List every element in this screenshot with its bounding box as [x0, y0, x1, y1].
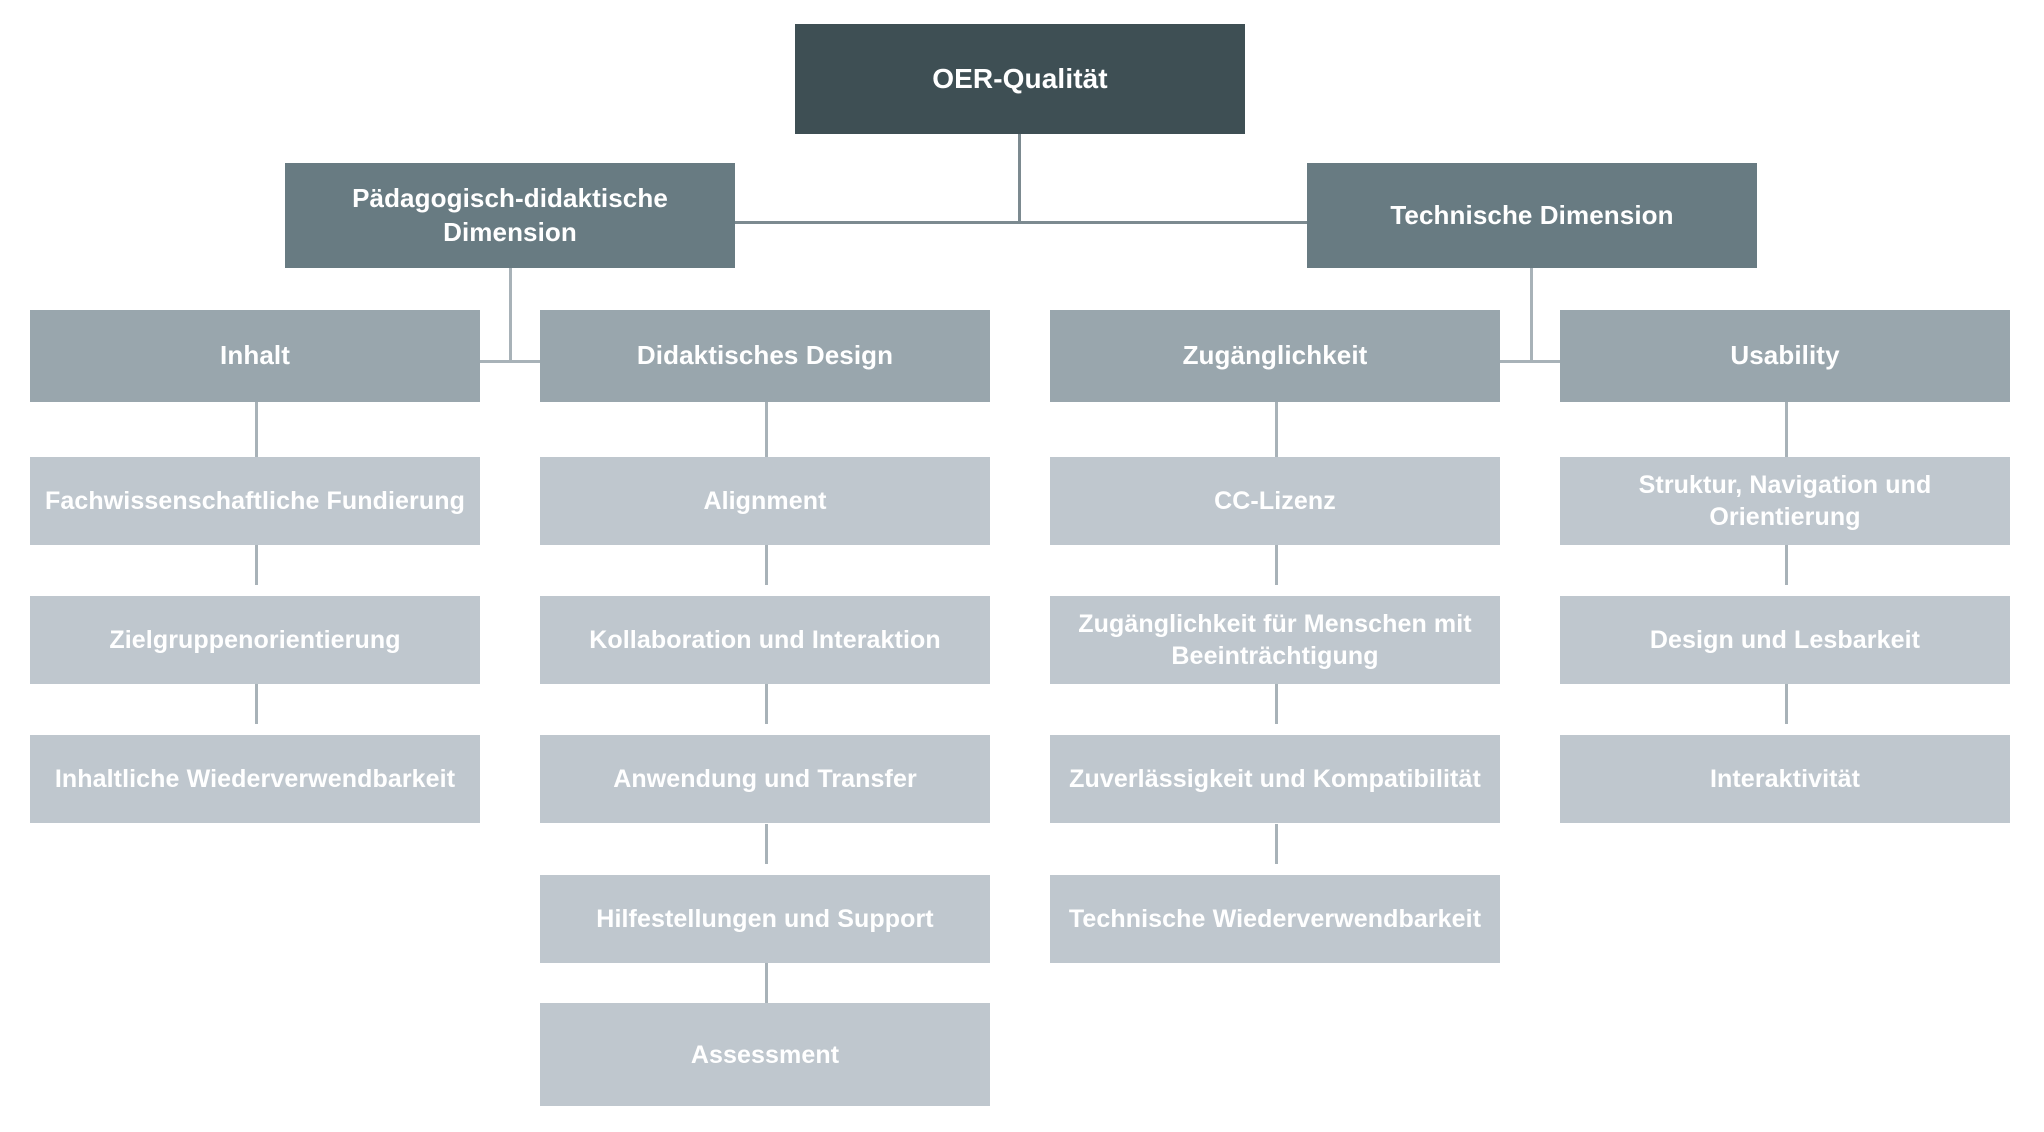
- node-paedagogisch-didaktische-dimension[interactable]: Pädagogisch-didaktische Dimension: [285, 163, 735, 268]
- connector-inhalt-3: [255, 684, 258, 724]
- connector-root-stem: [1018, 133, 1021, 223]
- connector-inhalt-2: [255, 545, 258, 585]
- node-usability[interactable]: Usability: [1560, 310, 2010, 402]
- node-kollaboration-und-interaktion[interactable]: Kollaboration und Interaktion: [540, 596, 990, 684]
- connector-didaktik-4: [765, 824, 768, 864]
- connector-zugang-3: [1275, 684, 1278, 724]
- connector-usability-2: [1785, 545, 1788, 585]
- node-zielgruppenorientierung[interactable]: Zielgruppenorientierung: [30, 596, 480, 684]
- node-zuverlaessigkeit-und-kompatibilitaet[interactable]: Zuverlässigkeit und Kompatibilität: [1050, 735, 1500, 823]
- node-zugaenglichkeit[interactable]: Zugänglichkeit: [1050, 310, 1500, 402]
- connector-inhalt-1: [255, 402, 258, 457]
- node-technische-wiederverwendbarkeit[interactable]: Technische Wiederverwendbarkeit: [1050, 875, 1500, 963]
- node-inhalt[interactable]: Inhalt: [30, 310, 480, 402]
- connector-zugang-4: [1275, 824, 1278, 864]
- connector-didaktik-1: [765, 402, 768, 457]
- node-alignment[interactable]: Alignment: [540, 457, 990, 545]
- connector-dimension-spine: [513, 221, 1523, 224]
- node-interaktivitaet[interactable]: Interaktivität: [1560, 735, 2010, 823]
- connector-tech-children-bar: [1275, 360, 1785, 363]
- node-struktur-navigation-und-orientierung[interactable]: Struktur, Navigation und Orientierung: [1560, 457, 2010, 545]
- connector-didaktik-5: [765, 963, 768, 1003]
- node-technische-dimension[interactable]: Technische Dimension: [1307, 163, 1757, 268]
- connector-paed-children-bar: [255, 360, 765, 363]
- connector-paed-stem-down: [509, 268, 512, 363]
- node-assessment[interactable]: Assessment: [540, 1003, 990, 1106]
- node-oer-qualitaet[interactable]: OER-Qualität: [795, 24, 1245, 134]
- connector-zugang-1: [1275, 402, 1278, 457]
- connector-didaktik-3: [765, 684, 768, 724]
- node-inhaltliche-wiederverwendbarkeit[interactable]: Inhaltliche Wiederverwendbarkeit: [30, 735, 480, 823]
- connector-usability-3: [1785, 684, 1788, 724]
- node-didaktisches-design[interactable]: Didaktisches Design: [540, 310, 990, 402]
- node-hilfestellungen-und-support[interactable]: Hilfestellungen und Support: [540, 875, 990, 963]
- connector-tech-stem-down: [1530, 268, 1533, 363]
- node-anwendung-und-transfer[interactable]: Anwendung und Transfer: [540, 735, 990, 823]
- node-design-und-lesbarkeit[interactable]: Design und Lesbarkeit: [1560, 596, 2010, 684]
- node-fachwissenschaftliche-fundierung[interactable]: Fachwissenschaftliche Fundierung: [30, 457, 480, 545]
- node-zugaenglichkeit-fuer-menschen-mit-beeintraechtigung[interactable]: Zugänglichkeit für Menschen mit Beeinträ…: [1050, 596, 1500, 684]
- connector-usability-1: [1785, 402, 1788, 457]
- connector-didaktik-2: [765, 545, 768, 585]
- node-cc-lizenz[interactable]: CC-Lizenz: [1050, 457, 1500, 545]
- connector-zugang-2: [1275, 545, 1278, 585]
